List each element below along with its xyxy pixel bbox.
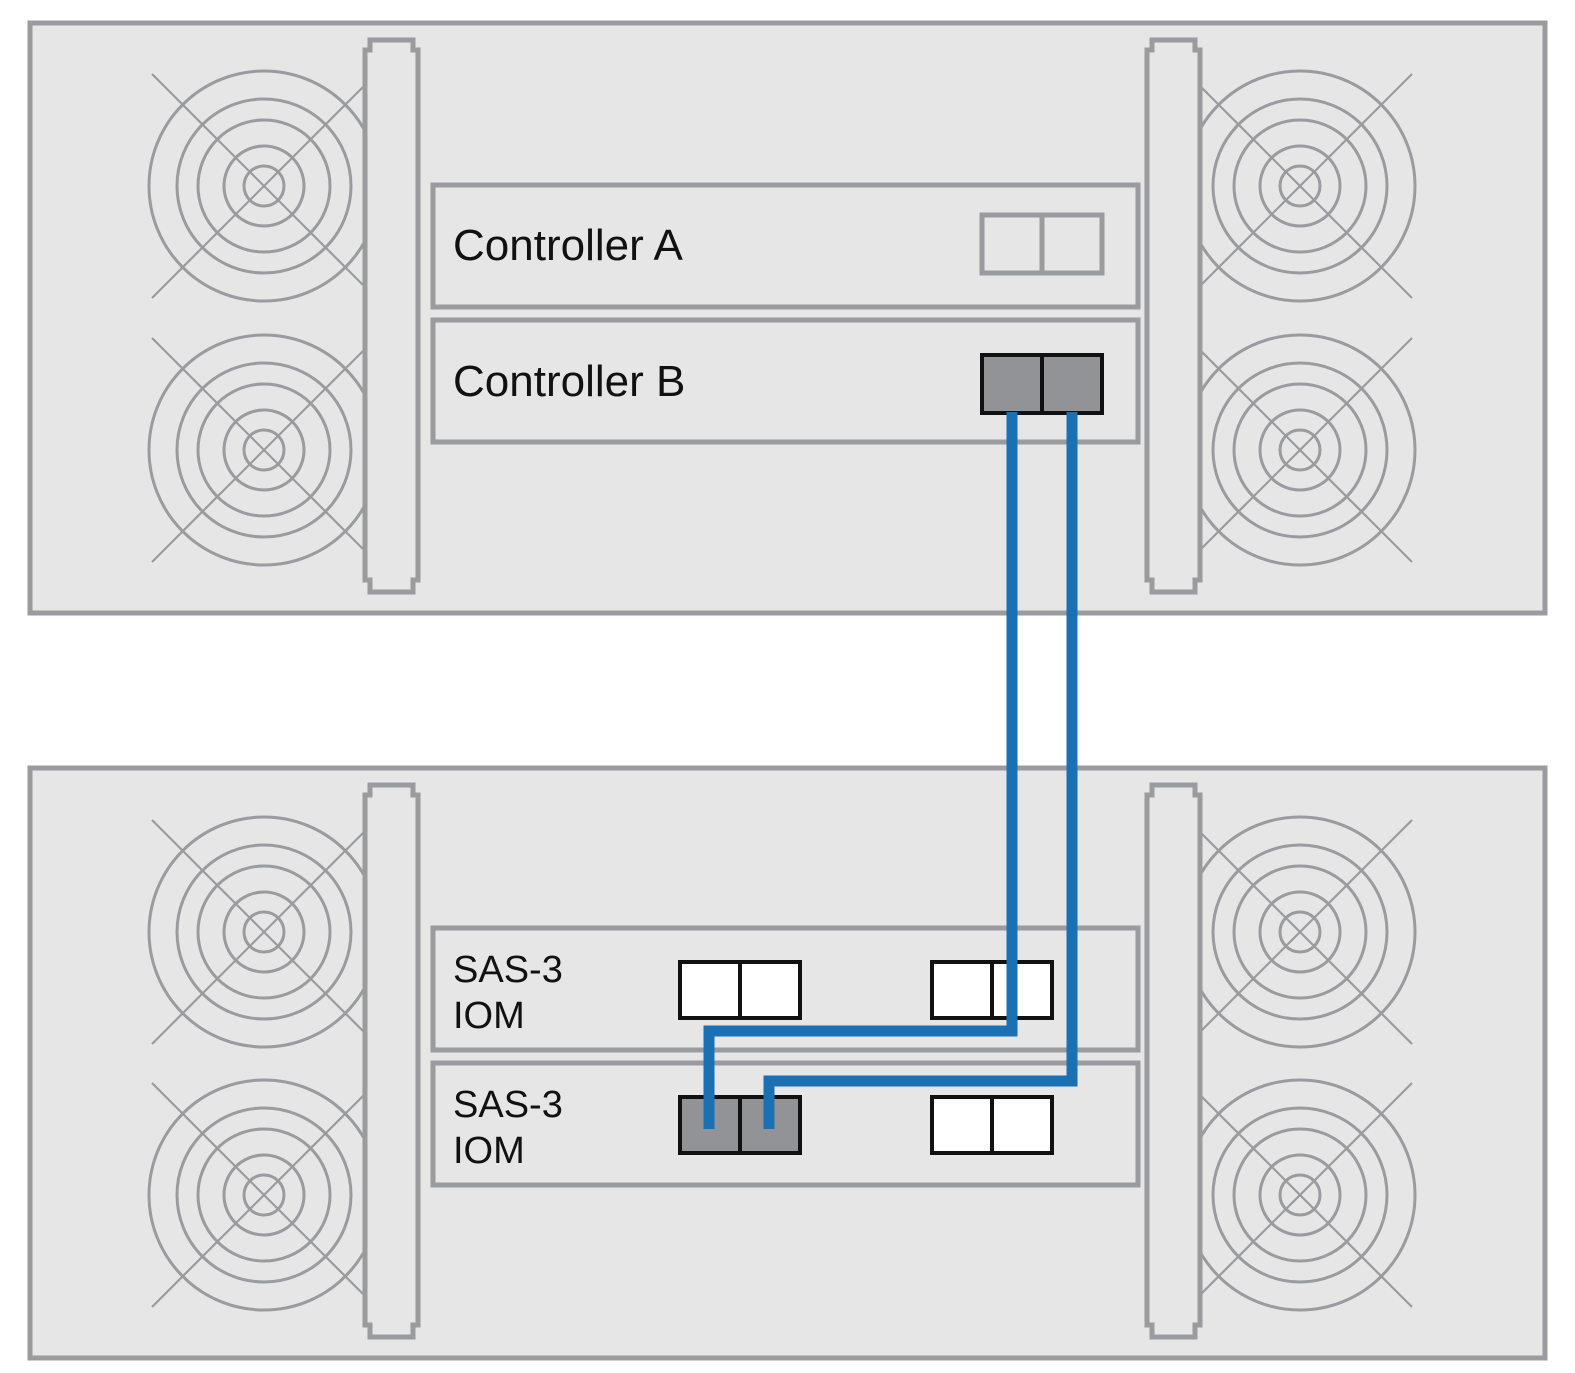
iom-a-module: SAS-3 IOM bbox=[430, 925, 1141, 1053]
fan-grille-ring bbox=[1278, 910, 1322, 954]
sas-port-icon[interactable] bbox=[678, 960, 802, 1020]
fan-grille-spoke bbox=[1187, 819, 1413, 1045]
fan-grille-spoke bbox=[1187, 73, 1413, 299]
fan-grille-ring bbox=[1258, 144, 1342, 228]
sas-cable-2[interactable] bbox=[763, 412, 1078, 1129]
fan-grille-icon bbox=[1183, 815, 1417, 1049]
controller-shelf: Controller A Controller B bbox=[27, 20, 1548, 616]
controller-a-module: Controller A bbox=[430, 182, 1141, 310]
fan-grille-ring bbox=[196, 382, 332, 518]
fan-grille-icon bbox=[1183, 333, 1417, 567]
fan-grille-ring bbox=[196, 1127, 332, 1263]
fan-grille-icon bbox=[147, 1078, 381, 1312]
fan-grille-ring bbox=[175, 843, 353, 1021]
fan-grille-ring bbox=[196, 864, 332, 1000]
fan-grille-spoke bbox=[1187, 1082, 1413, 1308]
fan-grille-ring bbox=[242, 428, 286, 472]
drive-shelf: SAS-3 IOM SAS-3 IOM bbox=[27, 765, 1548, 1361]
fan-grille-ring bbox=[1211, 361, 1389, 539]
fan-grille-ring bbox=[1278, 164, 1322, 208]
right-rack-ear bbox=[1144, 782, 1203, 1340]
right-rack-ear bbox=[1144, 37, 1203, 595]
controller-a-label: Controller A bbox=[453, 221, 684, 270]
fan-grille-ring bbox=[242, 910, 286, 954]
fan-grille-ring bbox=[1278, 1173, 1322, 1217]
fan-grille-spoke bbox=[151, 73, 377, 299]
fan-grille-spoke bbox=[151, 819, 377, 1045]
fan-grille-ring bbox=[222, 1153, 306, 1237]
controller-b-module: Controller B bbox=[430, 317, 1141, 445]
fan-grille-ring bbox=[1232, 1127, 1368, 1263]
fan-grille-ring bbox=[1278, 428, 1322, 472]
iom-b-label-line1: SAS-3 bbox=[453, 1084, 563, 1126]
fan-grille-ring bbox=[196, 118, 332, 254]
fan-grille-ring bbox=[175, 361, 353, 539]
iom-a-label-line1: SAS-3 bbox=[453, 949, 563, 991]
controller-b-label: Controller B bbox=[453, 357, 685, 406]
fan-grille-spoke bbox=[151, 337, 377, 563]
fan-grille-icon bbox=[147, 69, 381, 303]
sas-port-icon[interactable] bbox=[930, 1095, 1054, 1155]
fan-grille-icon bbox=[1183, 69, 1417, 303]
fan-grille-ring bbox=[242, 164, 286, 208]
fan-grille-spoke bbox=[1187, 337, 1413, 563]
fan-grille-ring bbox=[242, 1173, 286, 1217]
sas-port-icon[interactable] bbox=[930, 960, 1054, 1020]
sas-port-icon[interactable] bbox=[678, 1095, 802, 1155]
fan-grille-spoke bbox=[151, 1082, 377, 1308]
iom-b-module: SAS-3 IOM bbox=[430, 1060, 1141, 1188]
fan-grille-ring bbox=[222, 408, 306, 492]
fan-grille-ring bbox=[1258, 408, 1342, 492]
left-rack-ear bbox=[362, 37, 421, 595]
fan-grille-ring bbox=[1258, 890, 1342, 974]
fan-grille-ring bbox=[1211, 843, 1389, 1021]
fan-grille-ring bbox=[175, 1106, 353, 1284]
fan-grille-ring bbox=[222, 144, 306, 228]
sas-cables bbox=[703, 412, 1078, 1129]
fan-grille-ring bbox=[175, 97, 353, 275]
sas-port-icon[interactable] bbox=[979, 212, 1105, 276]
fan-grille-ring bbox=[1232, 382, 1368, 518]
fan-grille-ring bbox=[1211, 97, 1389, 275]
fan-grille-ring bbox=[1258, 1153, 1342, 1237]
iom-b-label-line2: IOM bbox=[453, 1130, 525, 1172]
fan-grille-icon bbox=[147, 815, 381, 1049]
fan-grille-ring bbox=[1211, 1106, 1389, 1284]
iom-a-label-line2: IOM bbox=[453, 995, 525, 1037]
sas-cable-1[interactable] bbox=[703, 412, 1018, 1129]
fan-grille-ring bbox=[1232, 118, 1368, 254]
fan-grille-ring bbox=[1232, 864, 1368, 1000]
sas-port-icon[interactable] bbox=[980, 353, 1104, 415]
fan-grille-ring bbox=[222, 890, 306, 974]
left-rack-ear bbox=[362, 782, 421, 1340]
